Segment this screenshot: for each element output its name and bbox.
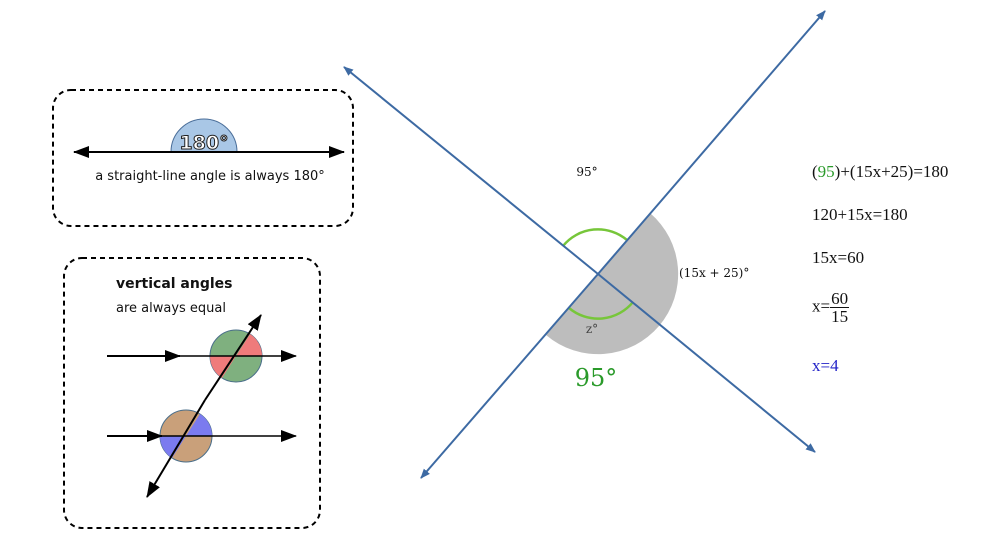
equation-4-lhs: x= xyxy=(812,296,831,316)
vertical-angles-title: vertical angles xyxy=(116,276,233,292)
straight-line-caption: a straight-line angle is always 180° xyxy=(95,169,325,184)
label-bottom-angle: 95° xyxy=(575,364,618,392)
label-right-angle: (15x + 25)° xyxy=(679,266,749,280)
equation-3: 15x=60 xyxy=(812,248,865,267)
bottom-angle-arc xyxy=(568,301,634,320)
line1-arrow-downright xyxy=(597,273,816,453)
semicircle-180 xyxy=(170,118,238,153)
equation-1-rest: +(15x+25)=180 xyxy=(840,162,949,181)
denominator: 15 xyxy=(831,307,849,326)
top-angle-arc xyxy=(562,228,628,247)
straight-line-panel xyxy=(52,89,354,227)
vertical-angles-subtitle: are always equal xyxy=(116,301,226,316)
equation-5: x=4 xyxy=(812,356,839,375)
numerator: 60 xyxy=(830,289,850,308)
transversal-arrow-icon xyxy=(146,399,206,498)
vertical-angles-panel xyxy=(63,257,321,529)
line2-arrow-downleft xyxy=(420,273,599,479)
badge-180: 180° xyxy=(179,132,228,154)
line2-arrow-upright xyxy=(597,10,826,275)
label-top-angle: 95° xyxy=(576,165,597,179)
label-z: z° xyxy=(586,322,598,336)
equation-1-green: 95 xyxy=(817,162,835,181)
line1-arrow-upleft xyxy=(343,66,599,275)
transversal-arrow-icon xyxy=(204,314,262,401)
equation-1: (95)+(15x+25)=180 xyxy=(812,162,949,181)
gray-angle-sector xyxy=(546,213,679,355)
equation-2: 120+15x=180 xyxy=(812,205,908,224)
